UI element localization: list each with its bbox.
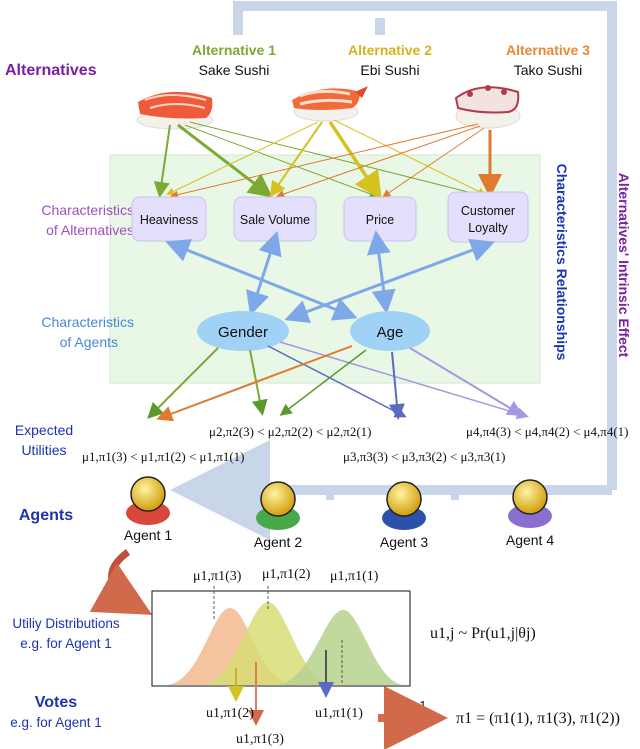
svg-text:Loyalty: Loyalty	[468, 221, 508, 235]
char-node-sale-volume: Sale Volume	[233, 196, 317, 242]
svg-text:Customer: Customer	[461, 204, 515, 218]
svg-text:Gender: Gender	[218, 324, 268, 341]
svg-text:Alternative 2: Alternative 2	[348, 42, 432, 58]
votes-label: Votes	[35, 694, 77, 711]
utility-agent1: μ1,π1(3) < μ1,π1(2) < μ1,π1(1)	[82, 449, 245, 464]
votes-label-2: e.g. for Agent 1	[10, 715, 102, 730]
svg-text:Sake Sushi: Sake Sushi	[199, 62, 270, 78]
expected-label-2: Utilities	[21, 442, 66, 458]
agent-2-figure: Agent 2	[254, 481, 302, 550]
char-alt-label-2: of Alternatives	[46, 222, 134, 238]
distribution-curve-2	[200, 602, 335, 685]
svg-text:Tako Sushi: Tako Sushi	[514, 62, 582, 78]
alternative-1-header: Alternative 1 Sake Sushi	[192, 42, 276, 78]
svg-text:Agent 2: Agent 2	[254, 534, 302, 550]
utility-label-2: e.g. for Agent 1	[20, 636, 112, 651]
agent-1-figure: Agent 1	[124, 476, 172, 543]
relationships-label: Characteristics Relationships	[554, 164, 570, 361]
alt-to-char-arrows	[153, 119, 502, 200]
utility-agent4: μ4,π4(3) < μ4,π4(2) < μ4,π4(1)	[466, 424, 629, 439]
intrinsic-effect-label: Alternatives' Intrinsic Effect	[616, 173, 632, 358]
alternative-3-header: Alternative 3 Tako Sushi	[506, 42, 590, 78]
svg-text:Age: Age	[377, 324, 404, 341]
svg-text:Agent 4: Agent 4	[506, 532, 554, 548]
svg-text:Sale Volume: Sale Volume	[240, 213, 310, 227]
char-node-customer-loyalty: Customer Loyalty	[447, 191, 529, 243]
char-to-utility-arrows	[147, 341, 529, 422]
dist-peak-label-1: μ1,π1(1)	[330, 569, 379, 584]
distribution-curve-1	[275, 610, 405, 685]
agents-label: Agents	[19, 507, 73, 524]
alternative-2-header: Alternative 2 Ebi Sushi	[348, 42, 432, 78]
utility-agent2: μ2,π2(3) < μ2,π2(2) < μ2,π2(1)	[209, 424, 372, 439]
tako-sushi-image	[454, 85, 521, 129]
char-agents-label-1: Characteristics	[41, 314, 134, 330]
vote-result: π1 = (π1(1), π1(3), π1(2))	[456, 710, 620, 727]
vote-1-label: Vote 1	[390, 698, 427, 713]
ebi-sushi-image	[292, 86, 368, 122]
vote-u-label-2: u1,π1(2)	[206, 706, 254, 721]
agent-3-figure: Agent 3	[380, 481, 428, 550]
vote-u-label-1: u1,π1(1)	[315, 706, 363, 721]
agent-4-figure: Agent 4	[506, 479, 554, 548]
agent-char-gender: Gender	[197, 311, 289, 351]
relationship-arrows	[165, 230, 495, 323]
expected-label-1: Expected	[15, 422, 73, 438]
svg-text:Heaviness: Heaviness	[140, 213, 198, 227]
distribution-plot	[151, 586, 411, 687]
svg-text:Ebi Sushi: Ebi Sushi	[360, 62, 419, 78]
char-alt-label-1: Characteristics	[41, 202, 134, 218]
sample-arrows	[228, 650, 334, 726]
dist-peak-label-2: μ1,π1(2)	[262, 567, 311, 582]
sake-sushi-image	[136, 91, 214, 130]
agent1-to-distribution-arrow	[89, 549, 153, 615]
alternatives-label: Alternatives	[5, 62, 97, 79]
char-agents-label-2: of Agents	[60, 334, 118, 350]
distribution-formula: u1,j ~ Pr(u1,j|θj)	[430, 625, 536, 642]
svg-text:Alternative 3: Alternative 3	[506, 42, 590, 58]
svg-text:Price: Price	[366, 213, 395, 227]
utility-label-1: Utiliy Distributions	[12, 616, 120, 631]
char-node-heaviness: Heaviness	[131, 196, 207, 242]
characteristics-box	[109, 154, 541, 384]
dist-peak-label-3: μ1,π1(3)	[193, 569, 242, 584]
svg-text:Agent 3: Agent 3	[380, 534, 428, 550]
utility-agent3: μ3,π3(3) < μ3,π3(2) < μ3,π3(1)	[343, 449, 506, 464]
svg-text:Agent 1: Agent 1	[124, 527, 172, 543]
svg-text:Alternative 1: Alternative 1	[192, 42, 276, 58]
char-node-price: Price	[343, 196, 417, 242]
agent-char-age: Age	[350, 311, 430, 351]
vote-u-label-3: u1,π1(3)	[236, 732, 284, 747]
